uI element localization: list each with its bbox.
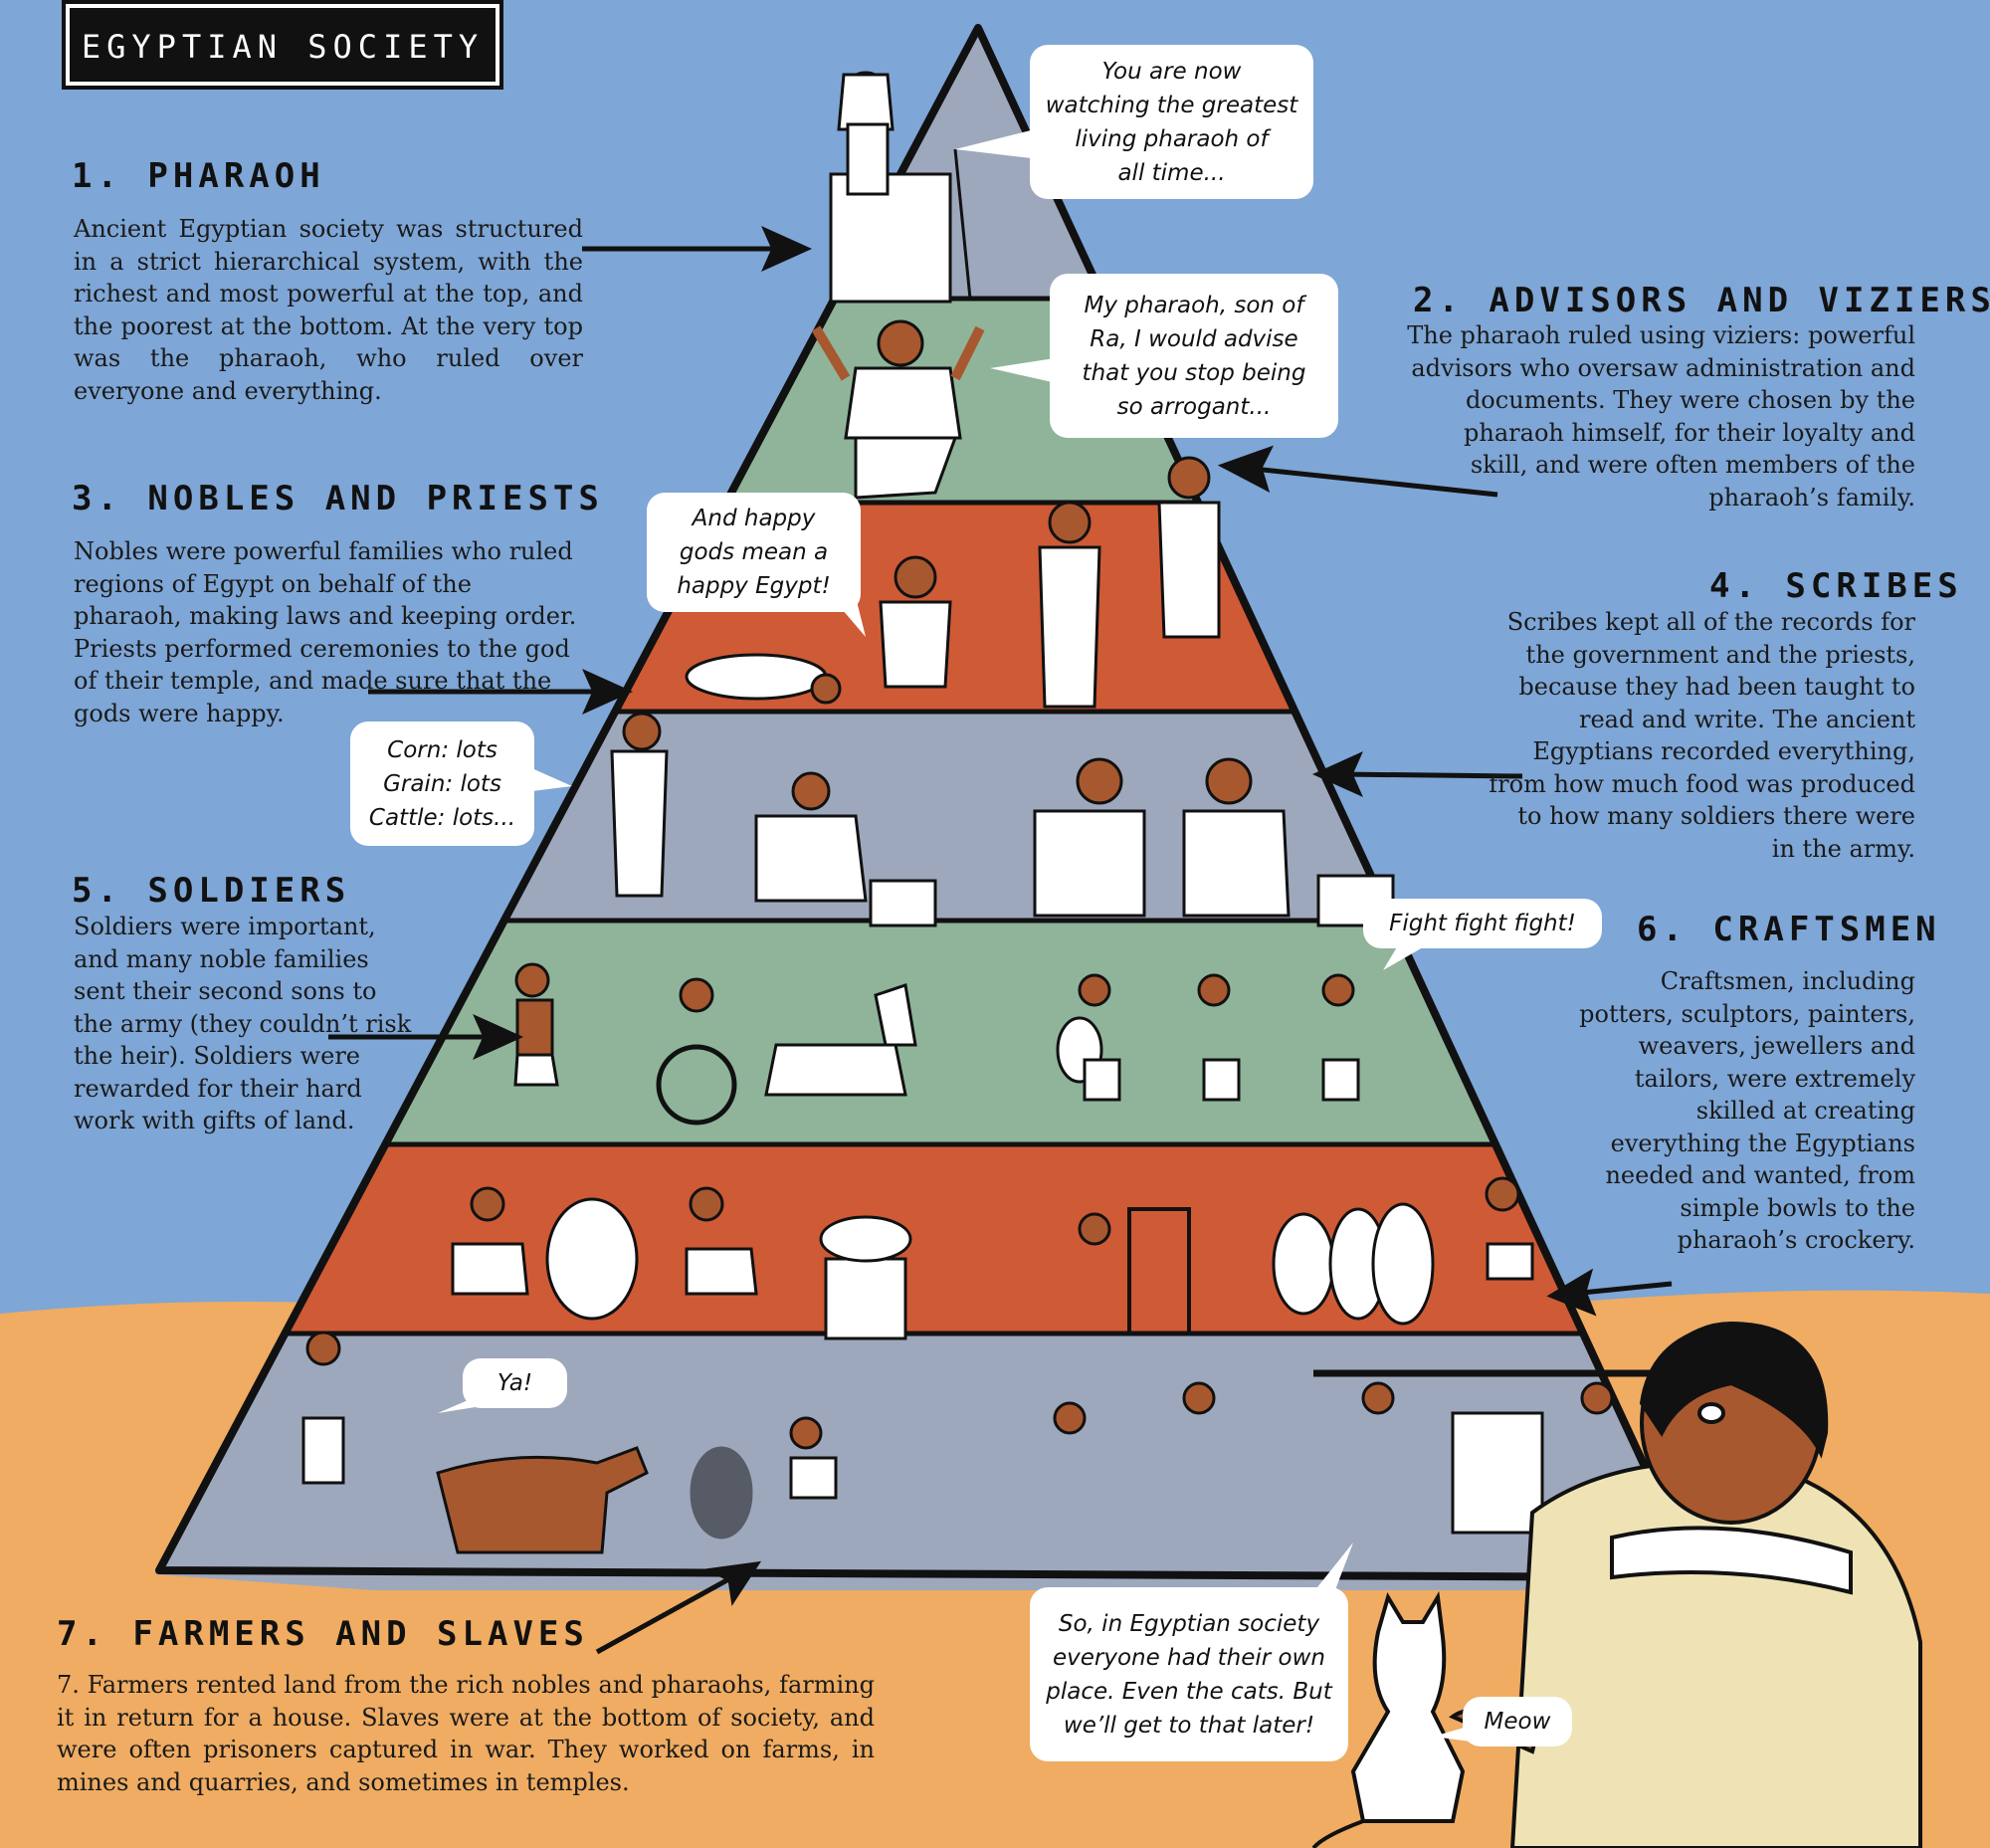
heading-nobles: 3. NOBLES AND PRIESTS (72, 479, 604, 518)
speech-bubble-pharaoh: You are now watching the greatest living… (1030, 45, 1313, 199)
speech-bubble-farmer: Ya! (463, 1358, 567, 1408)
craftsmen-figures (451, 1176, 1534, 1340)
text-pharaoh: Ancient Egyptian society was structured … (74, 215, 583, 405)
text-craftsmen: Craftsmen, including potters, sculptors,… (1579, 967, 1915, 1254)
priests-figures (685, 456, 1221, 709)
heading-farmers: 7. FARMERS AND SLAVES (57, 1614, 589, 1654)
heading-scribes: 4. SCRIBES (1709, 566, 1963, 606)
text-nobles: Nobles were powerful families who ruled … (74, 537, 577, 727)
farmers-figures (301, 1331, 1662, 1554)
text-advisors: The pharaoh ruled using viziers: powerfu… (1407, 321, 1915, 512)
speech-bubble-soldier: Fight fight fight! (1363, 899, 1602, 948)
scribes-figures (610, 712, 1395, 927)
speech-bubble-narrator: So, in Egyptian society everyone had the… (1030, 1587, 1348, 1761)
speech-bubble-scribe: Corn: lots Grain: lots Cattle: lots... (350, 721, 534, 846)
pharaoh-figure (829, 71, 972, 304)
title-banner: EGYPTIAN SOCIETY (62, 0, 503, 90)
vizier-figure (811, 319, 985, 500)
text-farmers: 7. Farmers rented land from the rich nob… (57, 1671, 875, 1796)
text-scribes: Scribes kept all of the records for the … (1489, 608, 1915, 863)
tier-craftsmen (154, 1144, 1692, 1334)
heading-advisors: 2. ADVISORS AND VIZIERS (1413, 281, 1990, 320)
tier-farmers (154, 1334, 1692, 1602)
heading-craftsmen: 6. CRAFTSMEN (1637, 910, 1941, 949)
text-soldiers: Soldiers were important, and many noble … (74, 913, 412, 1134)
heading-pharaoh: 1. PHARAOH (72, 156, 325, 196)
speech-bubble-cat: Meow (1463, 1697, 1572, 1746)
speech-bubble-vizier: My pharaoh, son of Ra, I would advise th… (1050, 274, 1338, 438)
speech-bubble-priest: And happy gods mean a happy Egypt! (647, 493, 861, 612)
soldiers-figures (513, 962, 1360, 1126)
cat-figure (1311, 1591, 1466, 1848)
heading-soldiers: 5. SOLDIERS (72, 871, 351, 911)
arrows (328, 226, 1673, 1655)
page-title: EGYPTIAN SOCIETY (81, 28, 485, 66)
